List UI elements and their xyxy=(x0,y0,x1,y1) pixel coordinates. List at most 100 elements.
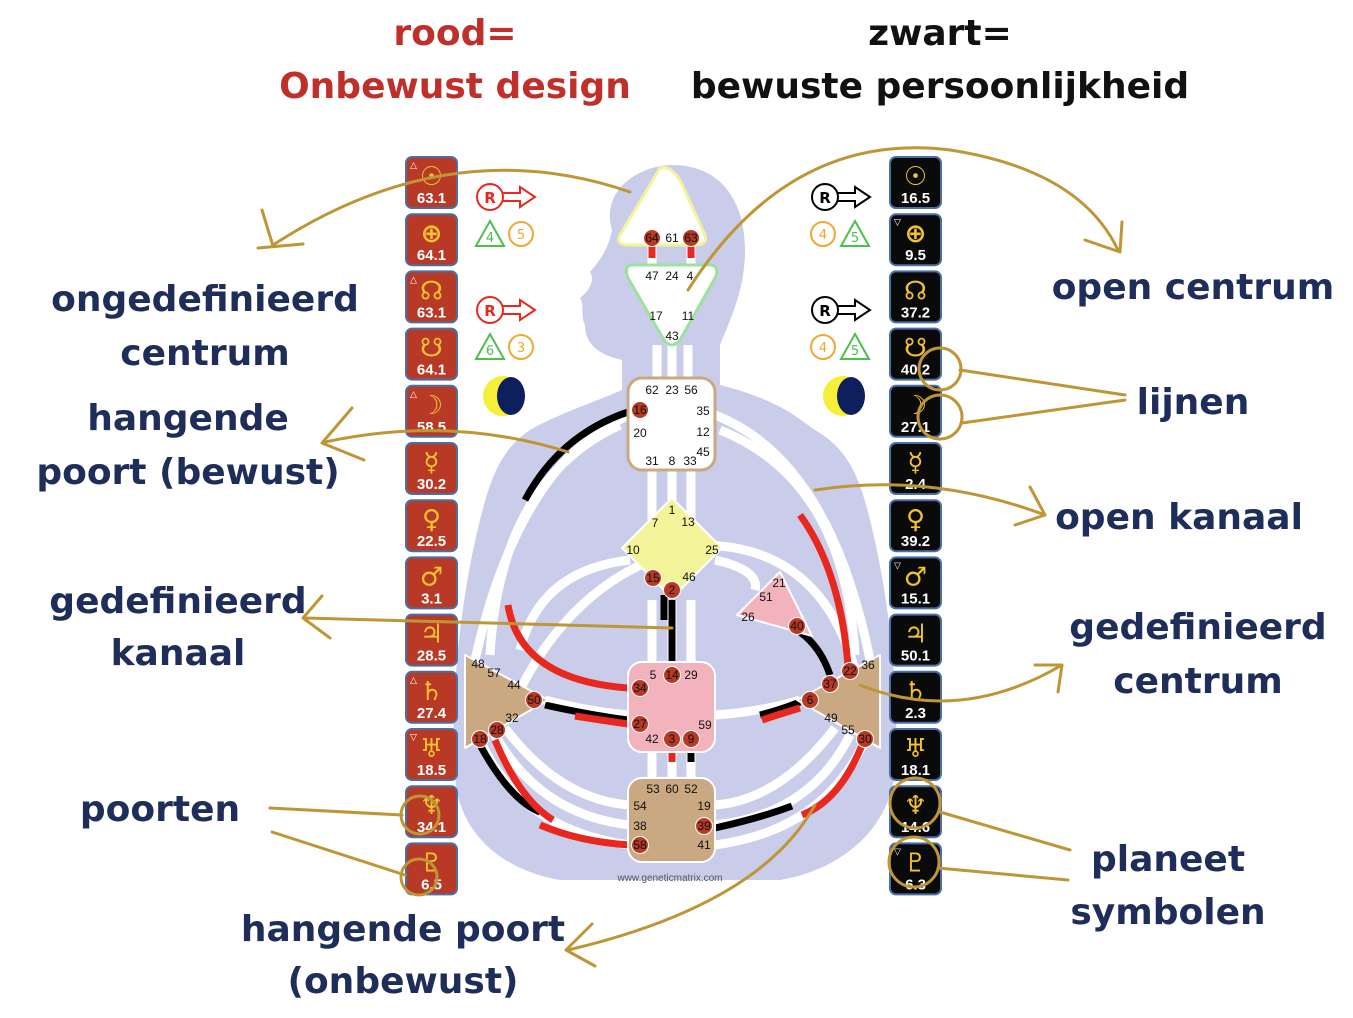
label-hanging-gate-conscious-1: hangende xyxy=(87,398,289,439)
fixing-marker: △ xyxy=(410,390,417,400)
design-tone-top: 4 xyxy=(486,231,494,246)
gate-37: 37 xyxy=(821,675,839,693)
gate-number: 64 xyxy=(645,231,659,245)
label-defined-center-1: gedefinieerd xyxy=(1069,607,1326,648)
planet-gate-line: 6.3 xyxy=(905,876,926,893)
gate-number: 21 xyxy=(772,576,786,590)
planet-gate-line: 2.3 xyxy=(905,705,926,722)
gate-number: 25 xyxy=(705,543,719,557)
head-center xyxy=(617,166,707,247)
label-hanging-gate-conscious-2: poort (bewust) xyxy=(36,452,339,493)
active-gate-marker xyxy=(663,581,681,599)
north-node-icon: ☊ xyxy=(904,276,927,306)
design-tone-bottom: 6 xyxy=(486,344,494,359)
fixing-marker: △ xyxy=(410,676,417,686)
active-gate-marker xyxy=(856,730,874,748)
gate-60: 60 xyxy=(665,782,679,796)
arrow-defined-channel xyxy=(301,594,674,640)
label-planet-symbols-2: symbolen xyxy=(1070,892,1265,933)
gate-1: 1 xyxy=(669,503,676,517)
arrow-planet-symbols xyxy=(936,810,1072,882)
design-planet-pluto: ♇6.5 xyxy=(405,842,458,896)
gate-61: 61 xyxy=(665,231,679,245)
gate-number: 56 xyxy=(684,383,698,397)
gate-number: 44 xyxy=(507,678,521,692)
gate-number: 61 xyxy=(665,231,679,245)
planet-gate-line: 16.5 xyxy=(901,190,930,207)
mars-icon: ♂ xyxy=(904,562,927,592)
gate-54: 54 xyxy=(633,799,647,813)
design-planet-column: ☉63.1△⊕64.1☊63.1△☋64.1☽58.5△☿30.2♀22.5♂3… xyxy=(405,156,458,896)
gate-number: 49 xyxy=(824,711,838,725)
gate-number: 60 xyxy=(665,782,679,796)
design-arrow-bottom: R xyxy=(476,296,537,324)
gate-number: 19 xyxy=(697,799,711,813)
gate-number: 35 xyxy=(696,404,710,418)
gate-number: 26 xyxy=(741,610,755,624)
gate-12: 12 xyxy=(696,425,710,439)
arrow-open-center xyxy=(686,146,1124,292)
active-gate-marker xyxy=(631,715,649,733)
personality-color-top: 4 xyxy=(819,228,827,243)
planet-gate-line: 64.1 xyxy=(417,247,446,264)
gate-49: 49 xyxy=(824,711,838,725)
planet-gate-line: 50.1 xyxy=(901,648,930,665)
gate-42: 42 xyxy=(645,732,659,746)
centers xyxy=(464,166,881,863)
header-personality-label: bewuste persoonlijkheid xyxy=(691,66,1189,107)
planet-gate-line: 63.1 xyxy=(417,304,446,321)
gate-number: 8 xyxy=(669,454,676,468)
design-planet-earth: ⊕64.1 xyxy=(405,213,458,267)
design-planet-south-node: ☋64.1 xyxy=(405,327,458,381)
gate-20: 20 xyxy=(633,426,647,440)
gate-number: 5 xyxy=(650,668,657,682)
svg-text:R: R xyxy=(484,189,496,207)
planet-gate-line: 40.2 xyxy=(901,362,930,379)
personality-planet-sun: ☉16.5 xyxy=(889,156,942,209)
gate-number: 24 xyxy=(665,269,679,283)
planet-gate-line: 18.1 xyxy=(901,762,930,779)
gate-30: 30 xyxy=(856,730,874,748)
design-planet-north-node: ☊63.1△ xyxy=(405,270,458,324)
gate-21: 21 xyxy=(772,576,786,590)
venus-icon: ♀ xyxy=(906,505,925,535)
sun-icon: ☉ xyxy=(904,162,927,192)
gate-3: 3 xyxy=(663,730,681,748)
gate-number: 7 xyxy=(652,516,659,530)
svg-text:R: R xyxy=(819,189,831,207)
gate-64: 64 xyxy=(643,229,661,247)
label-open-channel: open kanaal xyxy=(1055,497,1303,538)
south-node-icon: ☋ xyxy=(904,334,927,364)
fixing-marker: ▽ xyxy=(894,561,901,571)
venus-icon: ♀ xyxy=(422,505,441,535)
gate-47: 47 xyxy=(645,269,659,283)
gate-17: 17 xyxy=(649,309,663,323)
gate-number: 40 xyxy=(790,619,804,633)
design-planet-neptune: ♆34.1 xyxy=(405,785,458,839)
gate-number: 33 xyxy=(683,454,697,468)
root-center xyxy=(627,777,716,863)
personality-planet-neptune: ♆14.6 xyxy=(889,785,942,839)
label-hanging-gate-unconscious-2: (onbewust) xyxy=(288,961,519,1002)
arrow-hanging-gate-conscious xyxy=(320,406,570,462)
moon-icon: ☽ xyxy=(420,391,443,421)
active-gate-marker xyxy=(631,401,649,419)
gate-6: 6 xyxy=(801,691,819,709)
gate-29: 29 xyxy=(684,668,698,682)
gate-number: 4 xyxy=(687,269,694,283)
sacral-center xyxy=(627,661,716,753)
gate-number: 58 xyxy=(633,838,647,852)
gate-number: 17 xyxy=(649,309,663,323)
gate-number: 1 xyxy=(669,503,676,517)
mars-icon: ♂ xyxy=(420,562,443,592)
personality-planet-jupiter: ♃50.1 xyxy=(889,613,942,667)
gate-number: 11 xyxy=(682,309,695,323)
personality-planet-south-node: ☋40.2 xyxy=(889,327,942,381)
label-undefined-center-2: centrum xyxy=(120,333,290,374)
personality-color-bottom: 4 xyxy=(819,341,827,356)
ajna-center xyxy=(624,263,719,347)
planet-gate-line: 64.1 xyxy=(417,362,446,379)
gate-10: 10 xyxy=(626,543,640,557)
